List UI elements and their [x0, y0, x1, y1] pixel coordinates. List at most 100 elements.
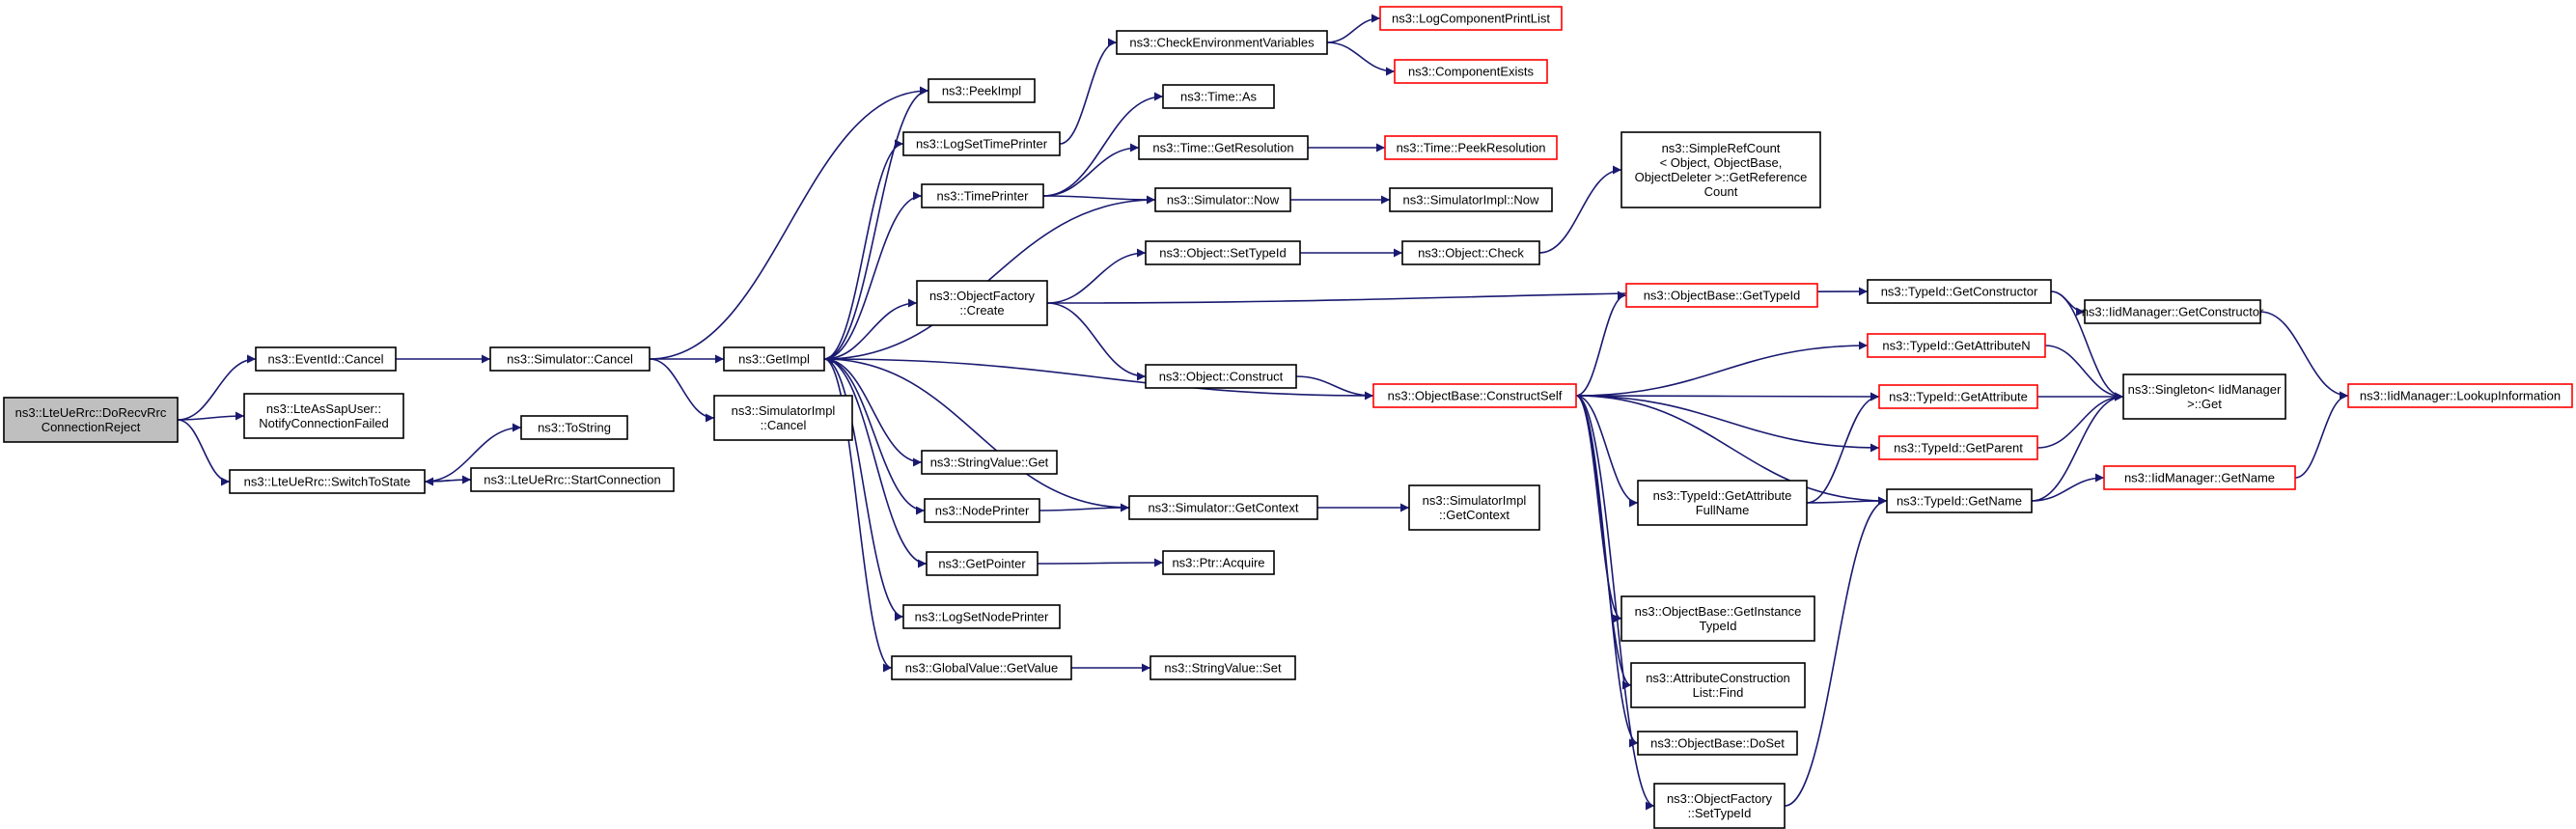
node-box [470, 467, 675, 492]
node-box [902, 131, 1061, 156]
node-n16[interactable]: ns3::ToString [520, 415, 628, 440]
node-n44[interactable]: ns3::TypeId::GetParent [1878, 435, 2038, 460]
node-n8[interactable]: ns3::LogSetTimePrinter [902, 131, 1061, 156]
node-box [1394, 59, 1548, 84]
node-n43[interactable]: ns3::TypeId::GetAttribute [1878, 384, 2038, 409]
edge-n0-n3 [177, 419, 231, 486]
edge-n9-n21 [1042, 195, 1156, 205]
node-n47[interactable]: ns3::Singleton< IidManager>::Get [2122, 373, 2286, 420]
node-n46[interactable]: ns3::IidManager::GetConstructor [2082, 299, 2264, 324]
node-label: ns3::ComponentExists [1408, 65, 1535, 79]
node-box [1620, 131, 1821, 208]
node-label: ns3::Simulator::Now [1167, 193, 1280, 207]
node-n30[interactable]: ns3::SimulatorImpl::Now [1389, 187, 1553, 212]
node-box [520, 415, 628, 440]
edge-n33-n5 [823, 354, 1374, 397]
node-box [255, 346, 397, 372]
node-n24[interactable]: ns3::Simulator::GetContext [1128, 495, 1318, 520]
edge-n48-n49 [2294, 391, 2349, 479]
edge-n41-n47 [2050, 290, 2124, 401]
node-n1[interactable]: ns3::EventId::Cancel [255, 346, 397, 372]
node-label: ns3::AttributeConstruction [1646, 671, 1790, 685]
node-n4[interactable]: ns3::Simulator::Cancel [489, 346, 651, 372]
node-n39[interactable]: ns3::ObjectBase::DoSet [1637, 731, 1798, 756]
node-label: ns3::ObjectBase::ConstructSelf [1388, 389, 1563, 403]
node-n17[interactable]: ns3::LteUeRrc::StartConnection [470, 467, 675, 492]
node-box [1878, 384, 2038, 409]
edge-n10-n22 [1046, 248, 1147, 304]
node-n25[interactable]: ns3::Ptr::Acquire [1162, 550, 1275, 575]
node-n42[interactable]: ns3::TypeId::GetAttributeN [1867, 333, 2046, 358]
edge-n33-n37 [1575, 395, 1622, 623]
node-n2[interactable]: ns3::LteAsSapUser::NotifyConnectionFaile… [243, 393, 404, 439]
node-n13[interactable]: ns3::GetPointer [926, 551, 1039, 576]
edge-n9-n19 [1042, 92, 1164, 197]
node-n28[interactable]: ns3::ComponentExists [1394, 59, 1548, 84]
edge-n24-n5 [823, 354, 1130, 509]
node-label: ns3::Object::Construct [1159, 370, 1284, 384]
edge-n5-n14 [823, 358, 904, 622]
node-box [1630, 662, 1806, 708]
node-label: List::Find [1693, 685, 1744, 700]
node-n21[interactable]: ns3::Simulator::Now [1154, 187, 1291, 212]
node-label: TypeId [1699, 619, 1736, 633]
node-label: ::SetTypeId [1688, 806, 1752, 820]
node-n11[interactable]: ns3::StringValue::Get [921, 450, 1058, 475]
node-n18[interactable]: ns3::CheckEnvironmentVariables [1116, 30, 1328, 55]
node-n49[interactable]: ns3::IidManager::LookupInformation [2347, 383, 2573, 408]
node-label: ns3::SimulatorImpl::Now [1403, 193, 1539, 207]
node-label: ns3::Ptr::Acquire [1172, 556, 1264, 570]
edge-n36-n43 [1806, 392, 1880, 504]
node-label: ns3::LteUeRrc::StartConnection [484, 473, 661, 487]
node-box [921, 450, 1058, 475]
node-n9[interactable]: ns3::TimePrinter [921, 183, 1044, 208]
node-n12[interactable]: ns3::NodePrinter [924, 498, 1040, 523]
node-label: ns3::ObjectBase::GetTypeId [1644, 289, 1801, 303]
node-n31[interactable]: ns3::Object::Check [1401, 240, 1540, 265]
node-box [1867, 333, 2046, 358]
node-n7[interactable]: ns3::PeekImpl [928, 78, 1036, 103]
node-n33[interactable]: ns3::ObjectBase::ConstructSelf [1372, 383, 1577, 408]
node-label: ns3::ObjectFactory [1667, 791, 1773, 806]
edge-n33-n42 [1575, 341, 1869, 397]
edge-n5-n11 [823, 358, 923, 467]
edge-n33-n36 [1575, 395, 1639, 508]
edge-n17-n3 [424, 477, 472, 486]
node-n22[interactable]: ns3::Object::SetTypeId [1145, 240, 1301, 265]
node-n5[interactable]: ns3::GetImpl [723, 346, 825, 372]
node-n48[interactable]: ns3::IidManager::GetName [2103, 465, 2296, 490]
node-n35[interactable]: ns3::ObjectBase::GetTypeId [1625, 283, 1818, 308]
node-n34[interactable]: ns3::SimulatorImpl::GetContext [1408, 484, 1540, 531]
node-n6[interactable]: ns3::SimulatorImpl::Cancel [713, 395, 853, 441]
node-n23[interactable]: ns3::Object::Construct [1145, 364, 1297, 389]
node-box [1625, 283, 1818, 308]
node-label: NotifyConnectionFailed [259, 416, 388, 430]
node-n14[interactable]: ns3::LogSetNodePrinter [902, 604, 1061, 629]
node-n10[interactable]: ns3::ObjectFactory::Create [916, 280, 1048, 326]
edge-n13-n25 [1037, 558, 1164, 567]
node-n41[interactable]: ns3::TypeId::GetConstructor [1867, 279, 2052, 304]
node-n15[interactable]: ns3::GlobalValue::GetValue [891, 655, 1072, 680]
node-label: ns3::EventId::Cancel [268, 352, 384, 367]
node-n29[interactable]: ns3::Time::PeekResolution [1384, 135, 1558, 160]
edge-n23-n33 [1295, 375, 1374, 401]
node-label: ns3::Simulator::GetContext [1148, 501, 1298, 515]
node-box [1138, 135, 1309, 160]
node-n19[interactable]: ns3::Time::As [1162, 84, 1275, 109]
node-label: ns3::Simulator::Cancel [507, 352, 633, 367]
node-box [1637, 480, 1808, 526]
node-n32[interactable]: ns3::SimpleRefCount< Object, ObjectBase,… [1620, 131, 1821, 208]
node-n26[interactable]: ns3::StringValue::Set [1150, 655, 1296, 680]
node-n20[interactable]: ns3::Time::GetResolution [1138, 135, 1309, 160]
node-box [924, 498, 1040, 523]
node-n40[interactable]: ns3::ObjectFactory::SetTypeId [1653, 783, 1786, 829]
node-box [489, 346, 651, 372]
node-n27[interactable]: ns3::LogComponentPrintList [1379, 6, 1563, 31]
node-label: ns3::StringValue::Set [1164, 661, 1282, 676]
node-n45[interactable]: ns3::TypeId::GetName [1886, 488, 2033, 513]
node-n3[interactable]: ns3::LteUeRrc::SwitchToState [229, 469, 426, 494]
